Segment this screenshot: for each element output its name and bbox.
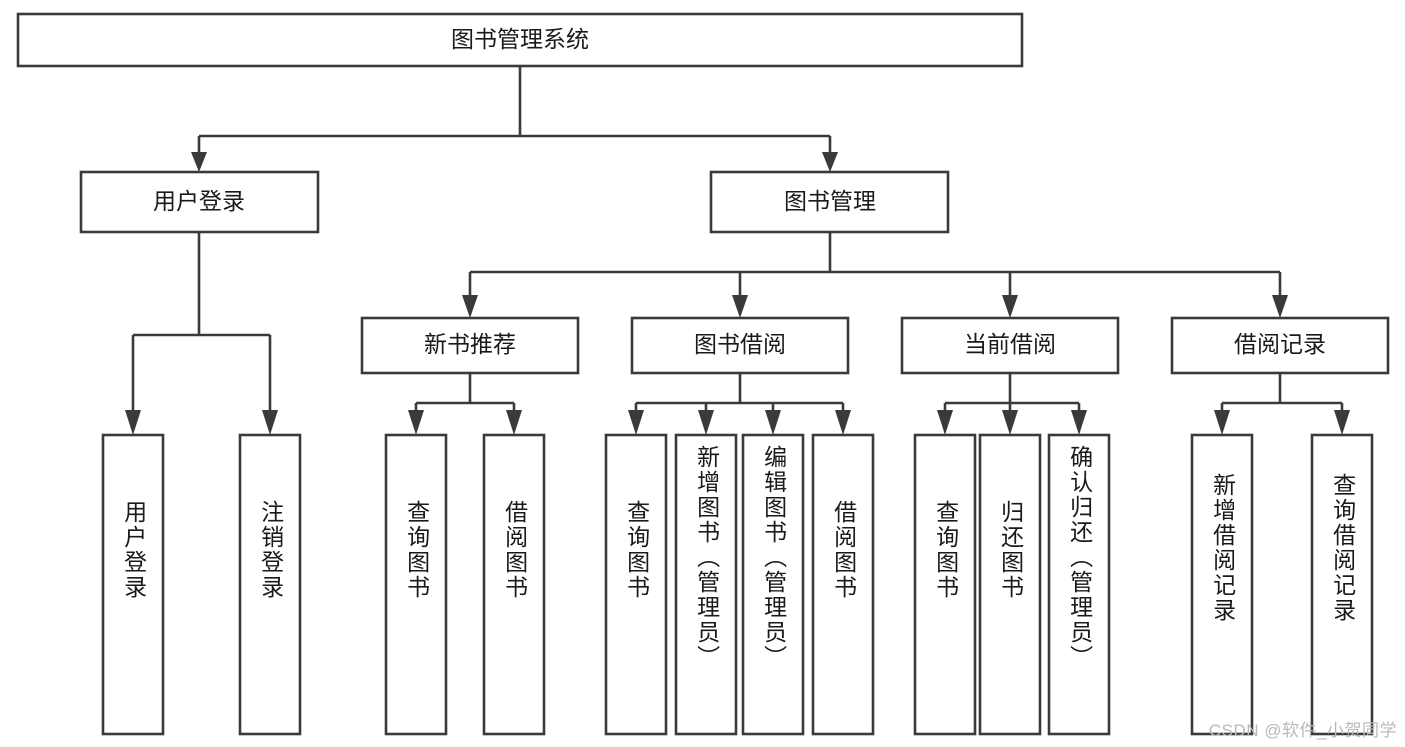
arrow-root-to-user-login [191,152,207,172]
arrow-bookmgmt-to-borrow-records [1272,295,1288,318]
leaf-box-new-book-1[interactable] [384,433,448,736]
node-book-management-box[interactable] [709,170,950,234]
arrow-userlogin-leaf-1 [125,410,141,435]
leaf-box-layer [101,433,1374,736]
leaf-box-user-login-1[interactable] [101,433,165,736]
node-current-borrow-box[interactable] [900,316,1120,375]
leaf-box-new-book-2[interactable] [482,433,546,736]
node-user-login-label: 用户登录 [153,188,245,214]
node-root-label: 图书管理系统 [451,26,589,52]
node-borrow-records-box[interactable] [1170,316,1390,375]
leaf-box-book-borrow-2[interactable] [674,433,738,736]
leaf-box-user-login-2[interactable] [238,433,302,736]
arrow-bookborrow-leaf-3 [765,410,781,435]
leaf-box-current-borrow-1[interactable] [913,433,977,736]
arrow-bookmgmt-to-new-book [462,295,478,318]
csdn-watermark: CSDN @软件_小贺同学 [1208,721,1397,740]
arrow-borrowrecords-leaf-1 [1214,410,1230,435]
leaf-box-borrow-records-1[interactable] [1190,433,1254,736]
node-current-borrow-label: 当前借阅 [964,331,1056,357]
arrow-borrowrecords-leaf-2 [1334,410,1350,435]
arrow-bookmgmt-to-book-borrow [732,295,748,318]
node-book-borrow-label: 图书借阅 [694,331,786,357]
arrow-bookborrow-leaf-4 [835,410,851,435]
leaf-box-book-borrow-4[interactable] [811,433,875,736]
arrow-newbook-leaf-1 [408,410,424,435]
leaf-box-current-borrow-2[interactable] [978,433,1042,736]
leaf-box-book-borrow-3[interactable] [741,433,805,736]
node-user-login-box[interactable] [79,170,320,234]
arrow-bookborrow-leaf-1 [628,410,644,435]
node-layer: 图书管理系统 用户登录 图书管理 新书推荐 图书借阅 当前借阅 借阅记录 [16,12,1390,375]
arrow-currentborrow-leaf-1 [937,410,953,435]
leaf-box-book-borrow-1[interactable] [604,433,668,736]
arrow-currentborrow-leaf-3 [1071,410,1087,435]
node-new-book-recommend-box[interactable] [360,316,580,375]
connector-layer [125,66,1350,435]
node-new-book-recommend-label: 新书推荐 [424,331,516,357]
node-root-box[interactable] [16,12,1024,68]
arrow-bookborrow-leaf-2 [698,410,714,435]
arrow-root-to-book-mgmt [822,152,838,172]
node-book-borrow-box[interactable] [630,316,850,375]
leaf-box-current-borrow-3[interactable] [1047,433,1111,736]
node-book-management-label: 图书管理 [784,188,876,214]
leaf-box-borrow-records-2[interactable] [1310,433,1374,736]
arrow-newbook-leaf-2 [506,410,522,435]
node-borrow-records-label: 借阅记录 [1234,331,1326,357]
arrow-userlogin-leaf-2 [262,410,278,435]
arrow-currentborrow-leaf-2 [1002,410,1018,435]
arrow-bookmgmt-to-current-borrow [1002,295,1018,318]
